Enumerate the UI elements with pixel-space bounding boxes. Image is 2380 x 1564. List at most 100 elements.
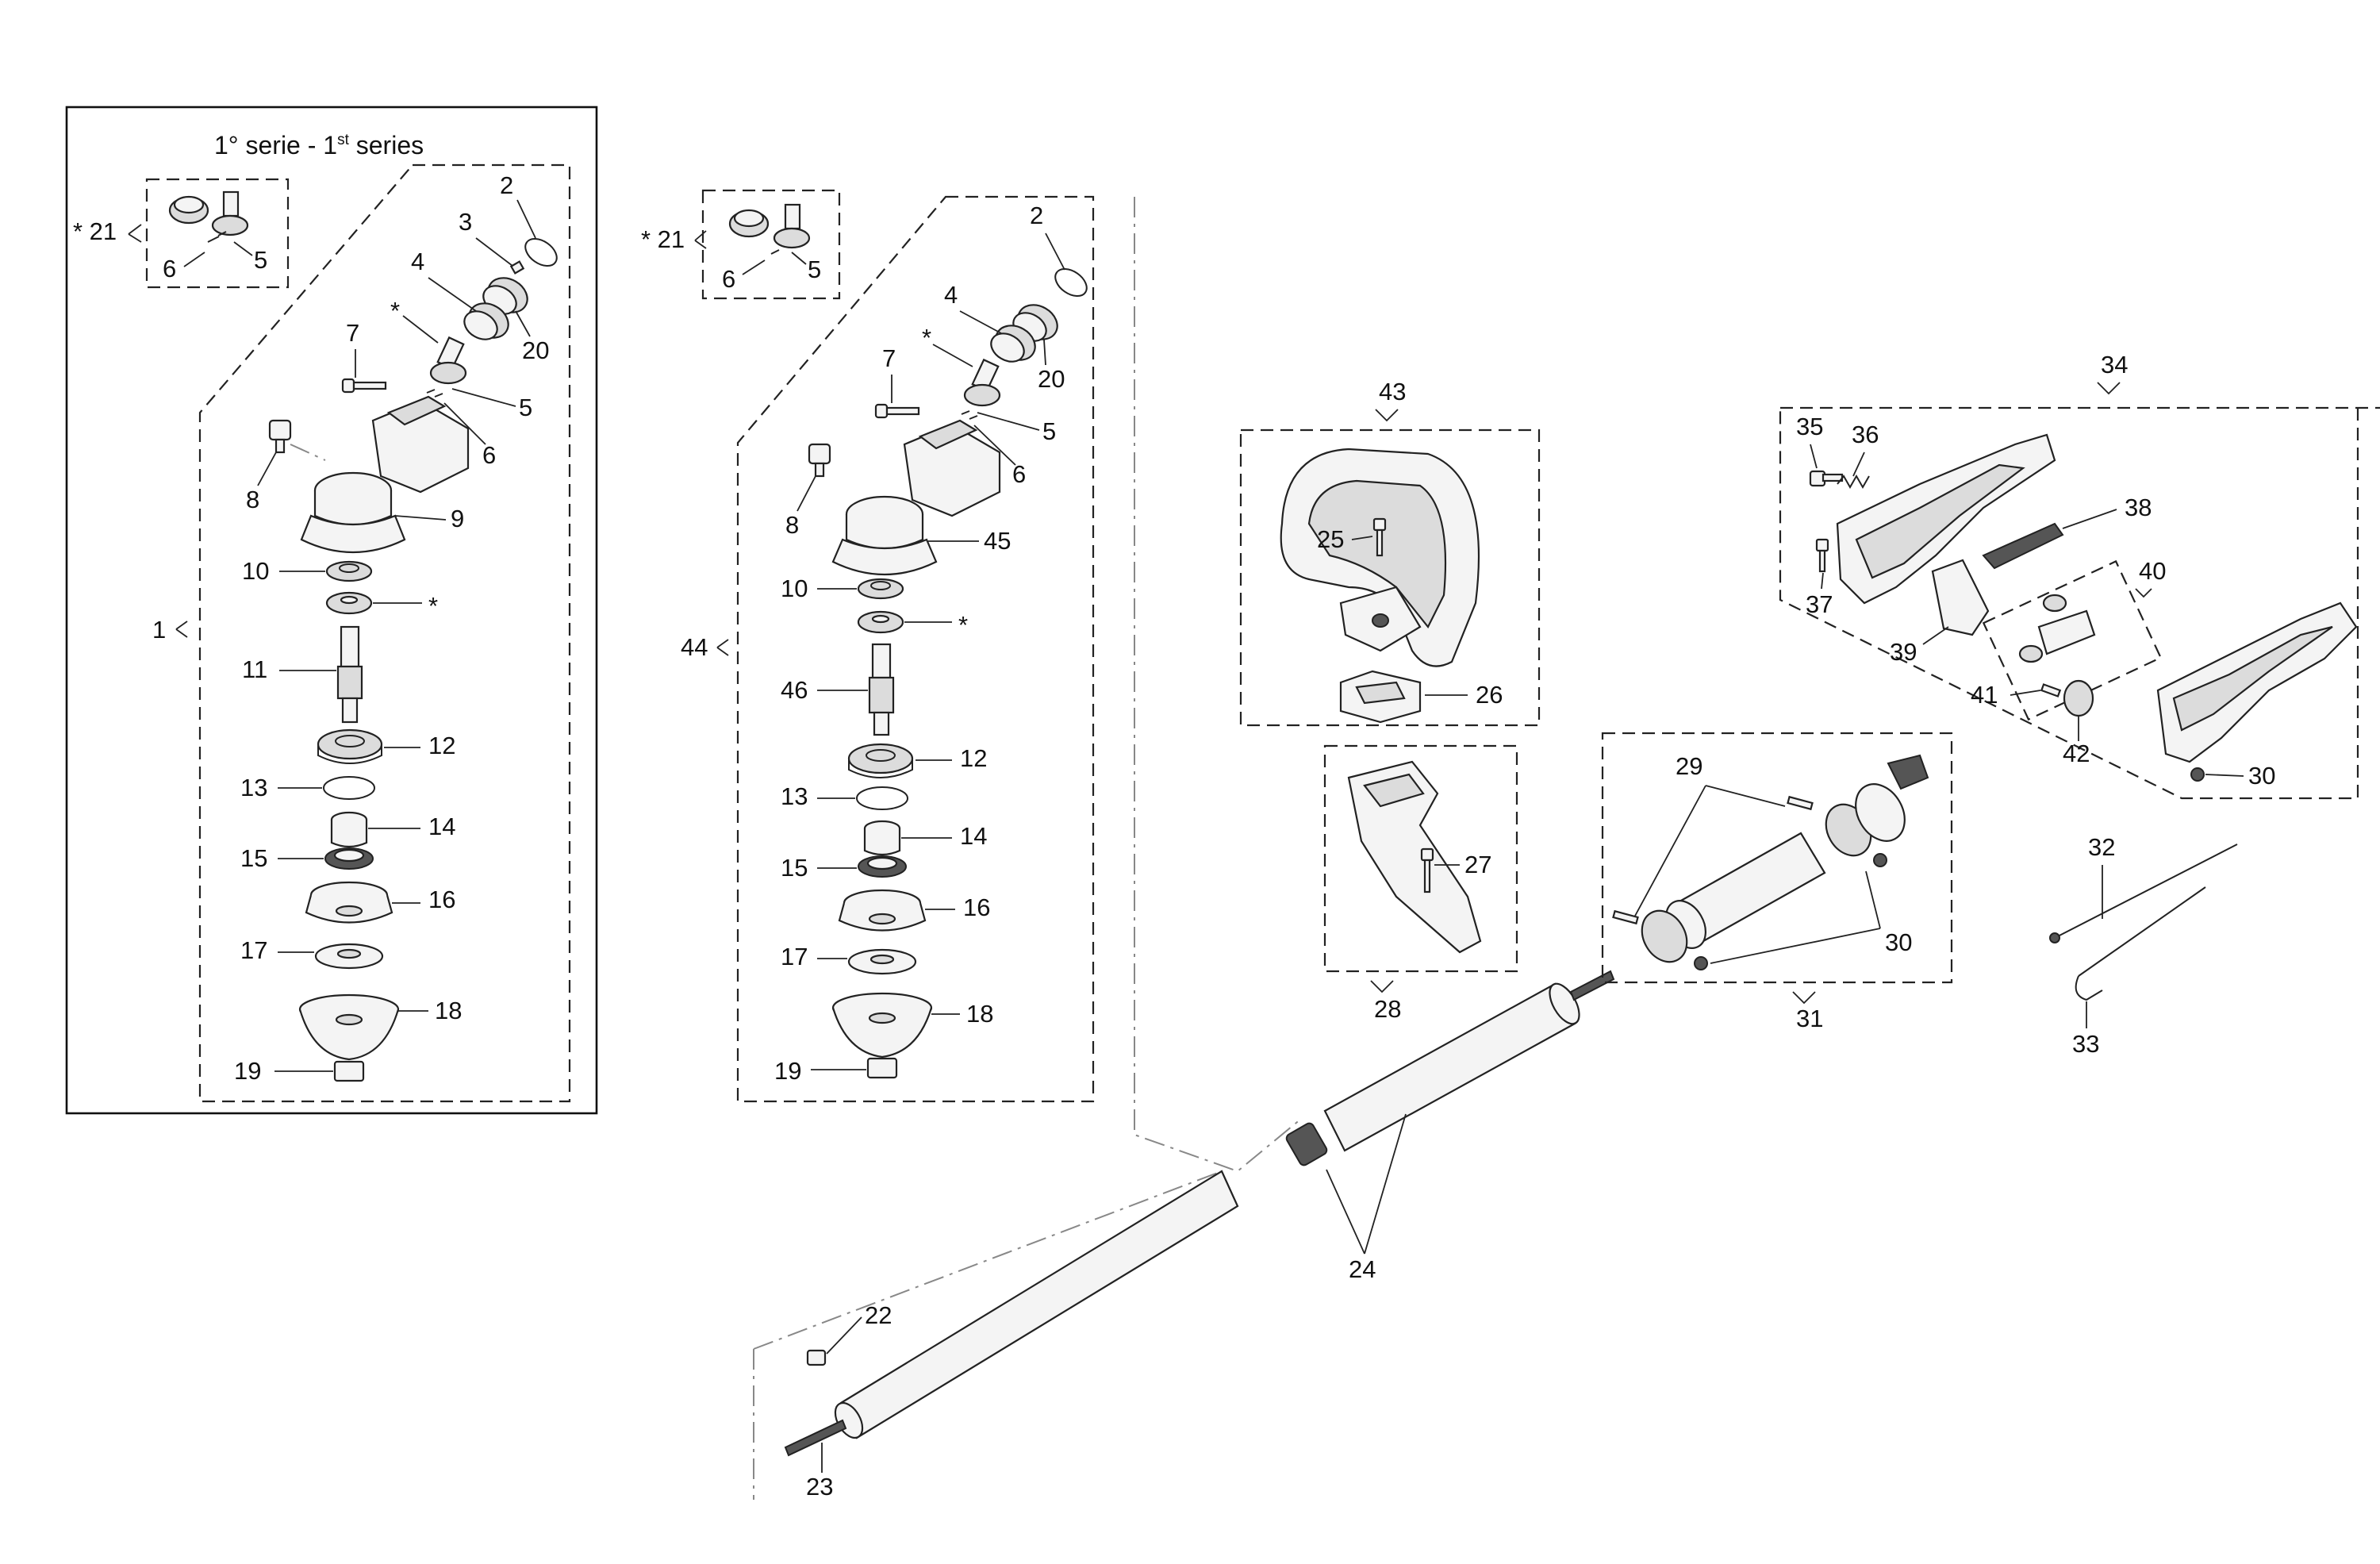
label-2: 2: [500, 171, 513, 199]
cable-32: [2054, 843, 2238, 977]
bearing-12: [317, 728, 383, 764]
bearing-10: [325, 560, 373, 582]
label-23: 23: [806, 1473, 833, 1501]
clamp-ring-upper: [1825, 754, 1929, 857]
label-1: 1: [152, 616, 166, 644]
gear-head-44-outline: [736, 195, 1095, 1103]
label-19-b: 19: [774, 1057, 801, 1085]
o-ring-2-b: [1054, 267, 1088, 298]
screw-25: [1372, 517, 1387, 557]
label-41: 41: [1971, 681, 1998, 709]
leader-24: [1326, 1113, 1407, 1255]
label-star-top-b: *: [922, 324, 931, 352]
label-7-b: 7: [882, 344, 896, 372]
screw-8: [268, 419, 292, 454]
screw-7: [341, 378, 387, 394]
switch-40-box: [1982, 559, 2163, 721]
label-star-gear-b: *: [958, 611, 968, 639]
label-6-kit-b: 6: [722, 265, 735, 293]
label-5-kit-b: 5: [808, 256, 821, 283]
nut-30-a: [1873, 853, 1887, 867]
first-series-panel: 1° serie - 1st series * 21 6 5 2 3: [65, 106, 598, 1115]
handle-28-group: 27 28: [1323, 744, 1518, 1023]
grip-31-box: [1601, 732, 1953, 984]
label-11: 11: [242, 655, 267, 683]
bearing-12-b: [847, 743, 914, 778]
screw-35: [1809, 470, 1844, 487]
shaft-upper-end: [1569, 970, 1615, 1001]
label-28: 28: [1374, 995, 1401, 1023]
label-32: 32: [2088, 833, 2115, 861]
label-40: 40: [2139, 557, 2166, 585]
label-12-b: 12: [960, 744, 987, 772]
label-45: 45: [984, 527, 1011, 555]
cable-33-end: [2075, 975, 2103, 1001]
label-21-b: * 21: [641, 225, 685, 253]
cables-group: 32 33: [2049, 833, 2238, 1058]
tube-lower: [839, 1170, 1239, 1439]
gear-housing-9: [300, 395, 470, 554]
nut-30-rear: [2190, 767, 2205, 782]
spring-36: [1837, 474, 1870, 490]
label-15: 15: [240, 844, 267, 872]
first-series-title: 1° serie - 1st series: [214, 131, 424, 159]
shaft-end-23: [784, 1419, 847, 1457]
label-22: 22: [865, 1301, 892, 1329]
current-series-panel: * 21 6 5 2 20 4 * 5 6: [641, 189, 1095, 1103]
bearing-10-b: [857, 578, 904, 600]
handle-28: [1347, 760, 1482, 954]
front-handle-group: 43 25 26: [1239, 378, 1541, 727]
label-44: 44: [681, 633, 708, 661]
centerline-right: [1134, 197, 1302, 1173]
shaft-11: [336, 625, 363, 724]
label-20-b: 20: [1038, 365, 1065, 393]
label-4-b: 4: [944, 281, 958, 309]
switch-40: [2018, 594, 2096, 663]
label-13-b: 13: [781, 782, 808, 810]
handle-clamp-top: [1339, 586, 1422, 652]
screw-41: [2040, 683, 2062, 697]
label-5: 5: [519, 394, 532, 421]
label-27: 27: [1464, 851, 1491, 878]
gear-head-group-outline: [198, 163, 571, 1103]
circlip-13-b: [856, 786, 908, 810]
pinion-star: [429, 336, 467, 385]
label-26: 26: [1476, 681, 1503, 709]
label-14: 14: [428, 813, 455, 840]
label-4: 4: [411, 248, 424, 275]
pins-5-6: [426, 389, 443, 398]
pinion-star-b: [963, 358, 1001, 407]
nut-19: [333, 1060, 365, 1082]
handle-28-box: [1323, 744, 1518, 973]
label-34: 34: [2101, 351, 2128, 379]
rear-handle-34-outline: [1779, 406, 2380, 800]
label-16: 16: [428, 886, 455, 913]
label-13: 13: [240, 774, 267, 801]
bevel-gear-star: [325, 591, 373, 615]
label-6-b: 6: [1012, 460, 1026, 488]
bevel-gear-star-b: [857, 610, 904, 634]
label-17-b: 17: [781, 943, 808, 970]
label-39: 39: [1890, 638, 1917, 666]
label-18-b: 18: [966, 1000, 993, 1028]
label-8: 8: [246, 486, 259, 513]
clip-42: [2063, 679, 2094, 717]
rear-handle-34-group: 34 35 36 37 38 39: [1779, 351, 2380, 800]
seal-15: [324, 847, 374, 870]
label-37: 37: [1806, 590, 1833, 618]
gear-housing-45: [831, 419, 1001, 576]
label-9: 9: [451, 505, 464, 532]
tube-upper: [1323, 982, 1576, 1152]
bearing-4-b: [990, 325, 1036, 363]
bushing-14-b: [863, 820, 901, 856]
label-31: 31: [1796, 1005, 1823, 1032]
label-8-b: 8: [785, 511, 799, 539]
label-7: 7: [346, 319, 359, 347]
bearing-4: [463, 302, 509, 340]
label-15-b: 15: [781, 854, 808, 882]
lever-38: [1982, 522, 2064, 570]
label-29: 29: [1676, 752, 1702, 780]
label-30-grip: 30: [1885, 928, 1912, 956]
